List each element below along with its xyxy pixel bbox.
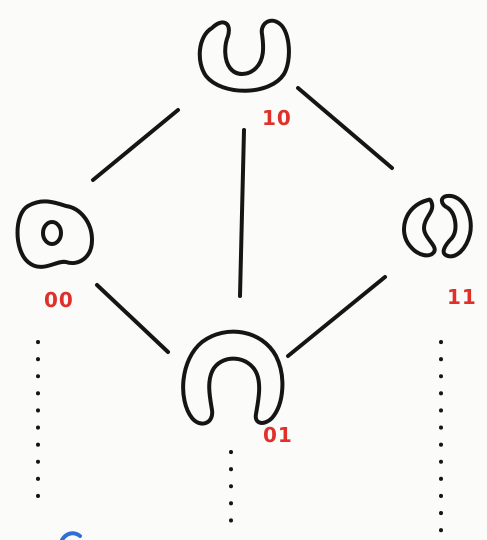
edge-00-01 [97, 285, 168, 352]
blue-mark-partial [62, 533, 80, 540]
node-11-left-piece [404, 200, 435, 256]
node-label-11: 11 [447, 287, 477, 307]
node-label-00: 00 [44, 290, 74, 310]
node-label-10: 10 [262, 108, 292, 128]
edge-10-11 [298, 88, 392, 168]
edge-10-00 [93, 110, 178, 180]
node-01-shape [183, 332, 282, 424]
node-11-right-piece [442, 196, 471, 256]
node-00-hole [43, 222, 61, 244]
edge-10-01 [240, 130, 244, 296]
node-00-shape [18, 201, 93, 267]
node-10-shape [200, 21, 289, 91]
edge-11-01 [288, 277, 385, 356]
node-label-01: 01 [263, 425, 293, 445]
